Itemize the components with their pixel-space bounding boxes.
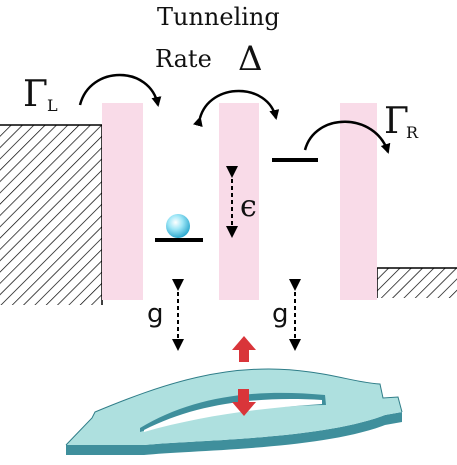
- tunneling-rate-label-line2: Rate: [155, 45, 212, 73]
- gamma-left-arrow: [78, 73, 162, 107]
- epsilon-symbol: ϵ: [240, 189, 257, 224]
- gamma-left-symbol: Γ: [23, 74, 48, 115]
- tunneling-rate-label-line1: Tunneling: [157, 3, 280, 31]
- coupling-left-label: g: [147, 299, 164, 329]
- electron: [166, 214, 190, 238]
- left-lead: [0, 124, 103, 305]
- barrier-left: [102, 103, 143, 300]
- gamma-left-subscript: L: [47, 96, 58, 115]
- barrier-middle: [219, 103, 259, 300]
- coupling-right-label: g: [272, 299, 289, 329]
- gamma-right-symbol: Γ: [384, 101, 409, 142]
- beam-motion-down-arrow: [232, 389, 256, 416]
- gamma-right-subscript: R: [406, 123, 419, 142]
- gamma-right-arrow: [303, 120, 391, 154]
- right-lead: [376, 267, 457, 298]
- mechanical-resonator-beam: [65, 368, 403, 455]
- delta-symbol: Δ: [238, 39, 263, 79]
- barrier-right: [340, 103, 377, 300]
- beam-motion-up-arrow: [232, 336, 256, 362]
- delta-arrow: [193, 89, 280, 128]
